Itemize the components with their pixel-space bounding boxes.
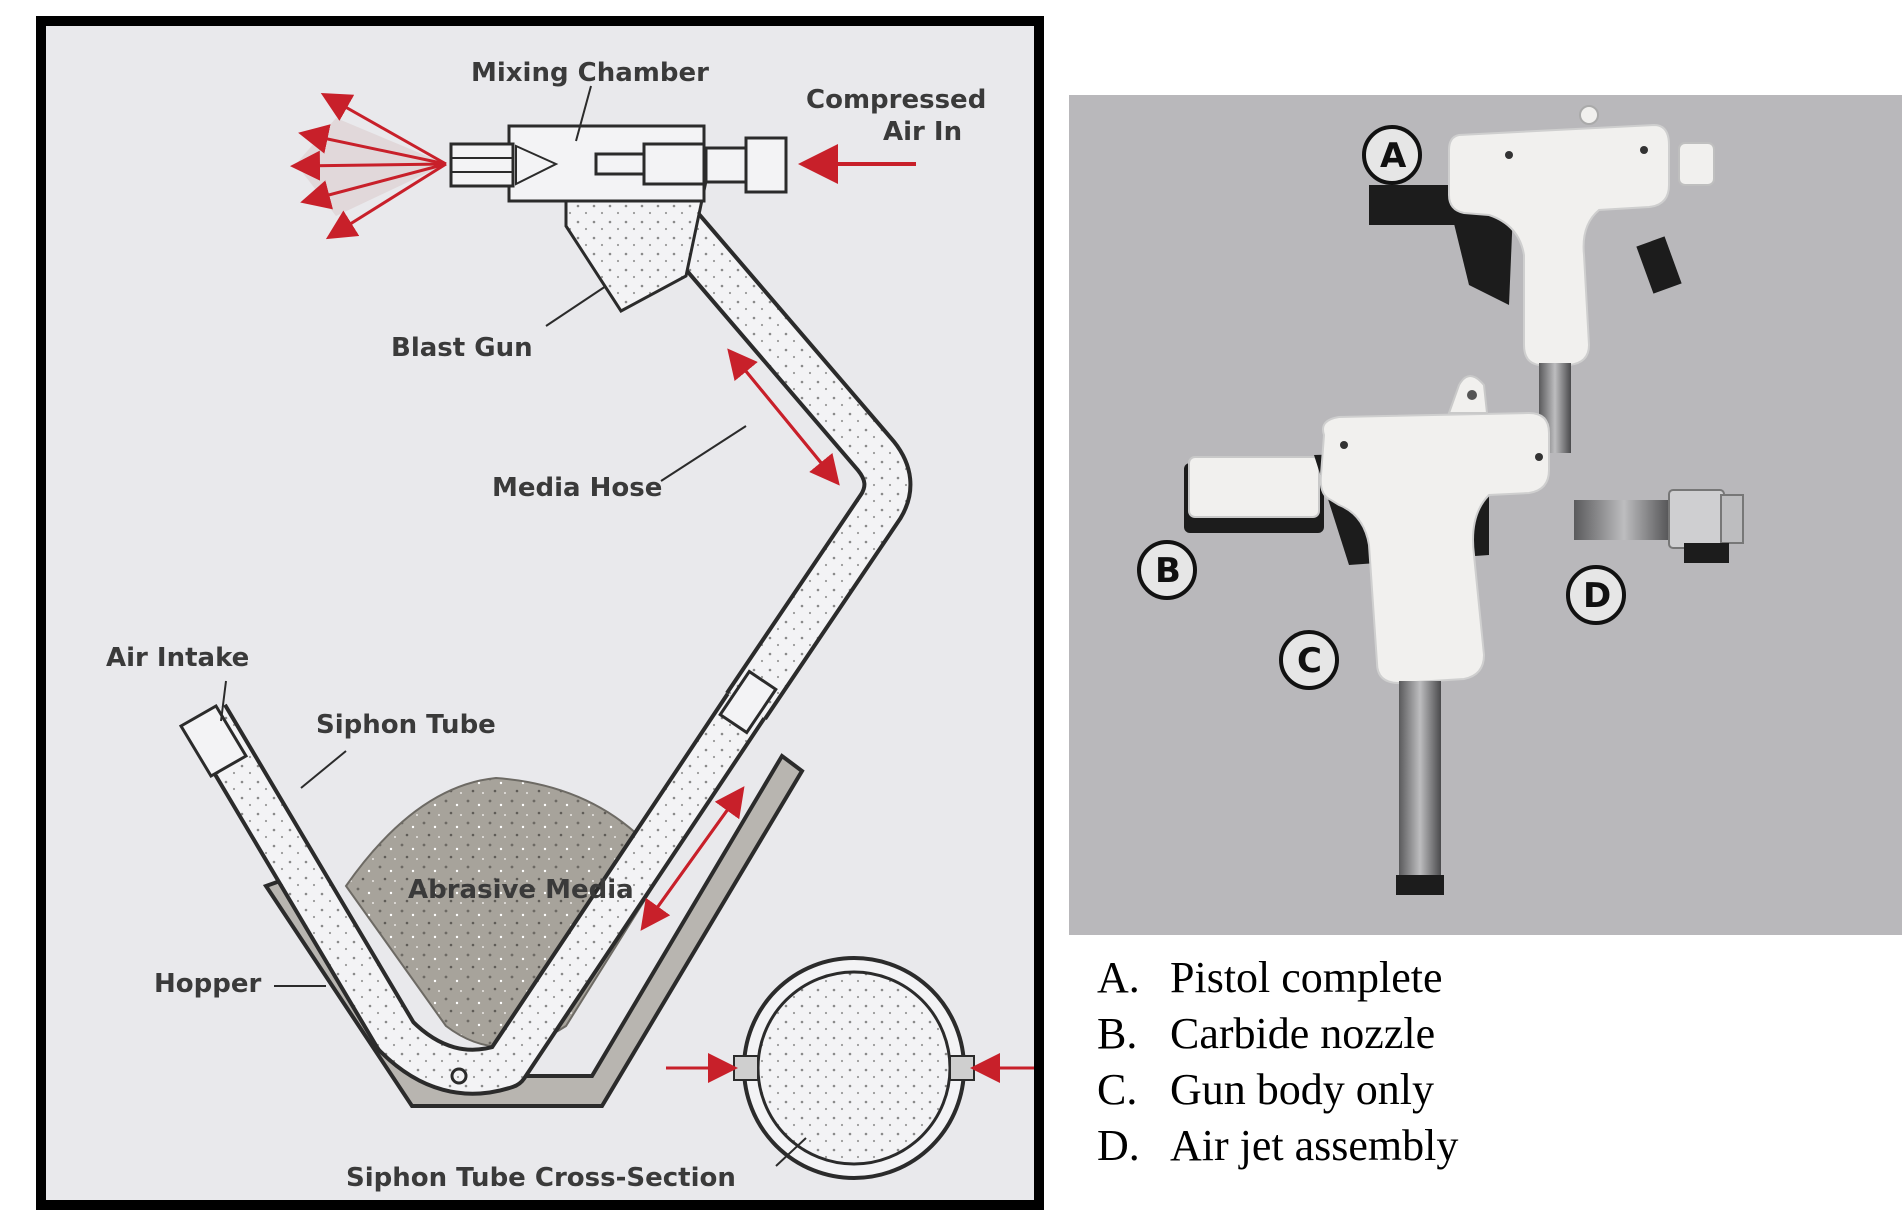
svg-text:A: A [1380, 136, 1407, 176]
svg-text:C: C [1297, 641, 1322, 681]
legend-item: B. Carbide nozzle [1097, 1006, 1877, 1062]
label-air-in: Air In [883, 117, 962, 147]
media-hose [617, 159, 913, 720]
label-hopper: Hopper [154, 969, 261, 999]
label-compressed-air: Compressed [806, 85, 986, 115]
legend-text: Pistol complete [1170, 953, 1443, 1002]
carbide-nozzle [1184, 456, 1324, 533]
gun-body [1314, 375, 1550, 895]
blast-gun [449, 124, 788, 313]
legend-item: D. Air jet assembly [1097, 1118, 1877, 1174]
blast-system-diagram: Mixing Chamber Compressed Air In Blast G… [36, 16, 1044, 1210]
svg-text:B: B [1155, 551, 1181, 591]
media-flow-arrows [640, 348, 840, 931]
label-mixing-chamber: Mixing Chamber [471, 58, 709, 88]
label-abrasive-media: Abrasive Media [408, 875, 634, 905]
callout-a: A [1362, 125, 1422, 185]
gun-parts-photo: A B C D [1069, 95, 1902, 935]
label-siphon-tube: Siphon Tube [316, 710, 496, 740]
label-air-intake: Air Intake [106, 643, 249, 673]
legend-item: A. Pistol complete [1097, 950, 1877, 1006]
label-blast-gun: Blast Gun [391, 333, 533, 363]
leader-lines [220, 85, 807, 1167]
callout-d: D [1566, 565, 1626, 625]
legend-letter: B. [1097, 1009, 1138, 1058]
siphon-tube [185, 692, 766, 1096]
siphon-hole [450, 1067, 468, 1085]
siphon-tube-cross-section [666, 956, 1034, 1180]
callout-c: C [1279, 630, 1339, 690]
air-jet-assembly [1574, 489, 1744, 563]
legend-item: C. Gun body only [1097, 1062, 1877, 1118]
callout-b: B [1137, 540, 1197, 600]
legend-text: Carbide nozzle [1170, 1009, 1436, 1058]
legend-text: Gun body only [1170, 1065, 1434, 1114]
label-cross-section: Siphon Tube Cross-Section [346, 1163, 736, 1193]
legend-letter: C. [1097, 1065, 1138, 1114]
label-media-hose: Media Hose [492, 473, 662, 503]
legend-text: Air jet assembly [1170, 1121, 1459, 1170]
legend-letter: D. [1097, 1121, 1140, 1170]
svg-text:D: D [1583, 576, 1611, 616]
parts-legend: A. Pistol complete B. Carbide nozzle C. … [1097, 950, 1877, 1174]
air-intake-tube [178, 703, 249, 779]
legend-letter: A. [1097, 953, 1140, 1002]
spray-fan [290, 93, 447, 240]
pistol-complete [1369, 105, 1715, 453]
hose-coupling-lower [718, 669, 778, 735]
